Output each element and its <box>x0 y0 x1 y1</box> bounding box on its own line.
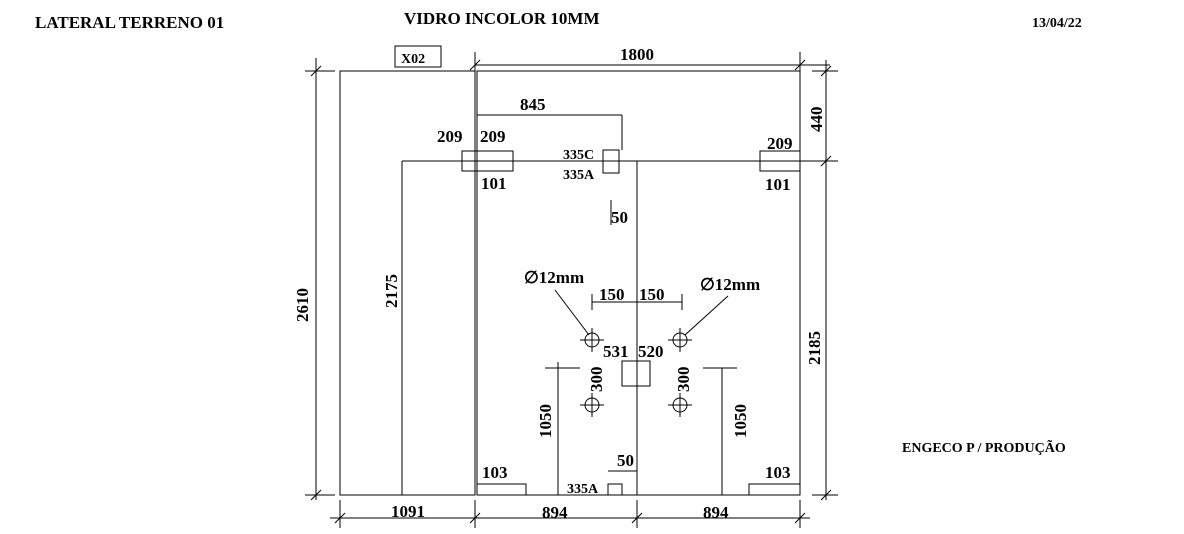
dim-top-gap: 440 <box>807 107 826 133</box>
label-101-right: 101 <box>765 175 791 194</box>
dim-offset-bottom-50: 50 <box>617 451 634 470</box>
hinge-fitting-left <box>461 150 514 172</box>
dim-left-height: 2175 <box>382 274 401 308</box>
label-101-left: 101 <box>481 174 507 193</box>
label-335c: 335C <box>563 148 594 163</box>
dim-left-panel-width: 1091 <box>391 502 425 521</box>
footer-note: ENGECO P / PRODUÇÃO <box>902 438 1066 456</box>
bottom-fitting-left <box>476 483 527 496</box>
label-103-right: 103 <box>765 463 791 482</box>
leader-right <box>684 295 729 336</box>
hole-upper-right <box>668 328 692 352</box>
dim-total-height: 2610 <box>293 288 312 322</box>
dim-offset-top-50: 50 <box>611 208 628 227</box>
dim-hole-vertical-left: 300 <box>587 367 606 393</box>
hole-upper-left <box>580 328 604 352</box>
panel-tag-box <box>394 45 442 68</box>
panel-tag: X02 <box>401 52 425 67</box>
drawing-title: LATERAL TERRENO 01 <box>35 13 224 32</box>
right-door-panel <box>476 70 801 496</box>
hole-lower-left <box>580 393 604 417</box>
lock-box <box>621 360 651 387</box>
label-103-left: 103 <box>482 463 508 482</box>
dimension-lines <box>305 52 838 528</box>
dim-right-height: 2185 <box>805 331 824 365</box>
label-209-a: 209 <box>437 127 463 146</box>
label-209-b: 209 <box>480 127 506 146</box>
hole-lower-right <box>668 393 692 417</box>
panel-outlines <box>339 70 801 496</box>
dim-hole-height-right: 1050 <box>731 404 750 438</box>
label-335a-top: 335A <box>563 168 595 183</box>
dim-hole-spacing-left: 150 <box>599 285 625 304</box>
dim-total-width: 1800 <box>620 45 654 64</box>
dim-bottom-right: 894 <box>703 503 729 522</box>
dim-hole-height-left: 1050 <box>536 404 555 438</box>
label-209-c: 209 <box>767 134 793 153</box>
hole-diameter-right: ∅12mm <box>700 275 760 294</box>
drawing-date: 13/04/22 <box>1032 16 1082 31</box>
fitting-335c <box>602 149 620 174</box>
left-fixed-panel <box>339 70 476 496</box>
fitting-335a-bottom <box>607 483 623 496</box>
hinge-fitting-right <box>759 150 801 172</box>
label-335a-bottom: 335A <box>567 482 599 497</box>
label-lock-531: 531 <box>603 342 629 361</box>
label-lock-520: 520 <box>638 342 664 361</box>
dim-hinge-offset: 845 <box>520 95 546 114</box>
bottom-fitting-right <box>748 483 801 496</box>
dim-bottom-left: 894 <box>542 503 568 522</box>
hardware-fittings <box>461 115 801 496</box>
leader-left <box>554 289 590 336</box>
material-label: VIDRO INCOLOR 10MM <box>404 9 600 28</box>
holes <box>554 289 729 417</box>
dim-hole-spacing-right: 150 <box>639 285 665 304</box>
dim-hole-vertical-right: 300 <box>674 367 693 393</box>
hole-diameter-left: ∅12mm <box>524 268 584 287</box>
